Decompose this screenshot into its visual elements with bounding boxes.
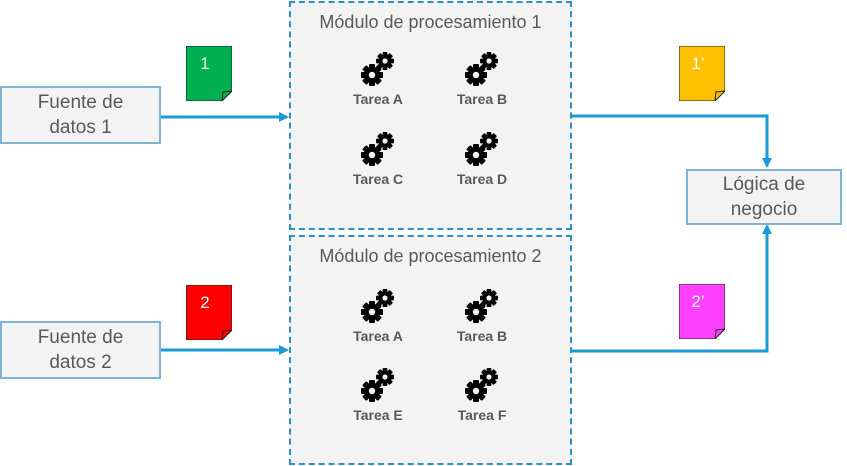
gears-icon (465, 52, 498, 86)
processing-module-1: Módulo de procesamiento 1 Tarea A Tarea … (289, 1, 572, 230)
task-2-e: Tarea E (323, 367, 433, 423)
note-shape (186, 46, 232, 101)
note-shape (679, 284, 725, 339)
note-fold (714, 90, 725, 101)
note-body (186, 46, 232, 101)
note-fold (221, 90, 232, 101)
task-label: Tarea B (456, 91, 508, 107)
note-body (186, 285, 232, 340)
business-logic-label: Lógica de negocio (722, 174, 806, 220)
processing-module-2: Módulo de procesamiento 2 Tarea A Tarea … (289, 235, 572, 465)
module-title-1: Módulo de procesamiento 1 (319, 12, 542, 32)
task-label: Tarea A (353, 91, 403, 107)
source-box-2: Fuente de datos 2 (0, 321, 161, 379)
data-note-2-prime: 2’ (679, 284, 725, 339)
source-label-1: Fuente de datos 1 (37, 92, 124, 138)
gears-icon (465, 132, 498, 166)
note-body (679, 46, 725, 101)
task-label: Tarea C (352, 171, 404, 187)
note-label: 1’ (691, 54, 705, 73)
gears-icon (465, 289, 498, 323)
note-body (679, 284, 725, 339)
task-1-d: Tarea D (427, 131, 537, 187)
task-1-a: Tarea A (323, 51, 433, 107)
gears-icon (361, 132, 394, 166)
note-fold (714, 328, 725, 339)
business-logic-box: Lógica de negocio (686, 169, 842, 225)
gears-icon (361, 368, 394, 402)
task-1-b: Tarea B (427, 51, 537, 107)
data-note-2: 2 (186, 285, 232, 340)
source-label-2: Fuente de datos 2 (37, 327, 124, 373)
gears-icon (361, 289, 394, 323)
task-label: Tarea F (457, 407, 507, 423)
gears-icon (465, 368, 498, 402)
source-box-1: Fuente de datos 1 (0, 86, 161, 144)
task-label: Tarea A (353, 328, 403, 344)
gears-icon (361, 52, 394, 86)
module-title-2: Módulo de procesamiento 2 (319, 246, 542, 266)
task-label: Tarea D (456, 171, 508, 187)
task-2-a: Tarea A (323, 288, 433, 344)
data-note-1-prime: 1’ (679, 46, 725, 101)
task-2-f: Tarea F (427, 367, 537, 423)
note-shape (186, 285, 232, 340)
task-label: Tarea B (456, 328, 508, 344)
note-shape (679, 46, 725, 101)
task-label: Tarea E (353, 407, 403, 423)
note-fold (221, 329, 232, 340)
arrow-module1-to-logic (572, 114, 772, 168)
note-label: 1 (200, 54, 210, 73)
data-note-1: 1 (186, 46, 232, 101)
task-2-b: Tarea B (427, 288, 537, 344)
note-label: 2’ (691, 292, 705, 311)
note-label: 2 (200, 293, 210, 312)
task-1-c: Tarea C (323, 131, 433, 187)
arrow-module2-to-logic (572, 224, 772, 353)
